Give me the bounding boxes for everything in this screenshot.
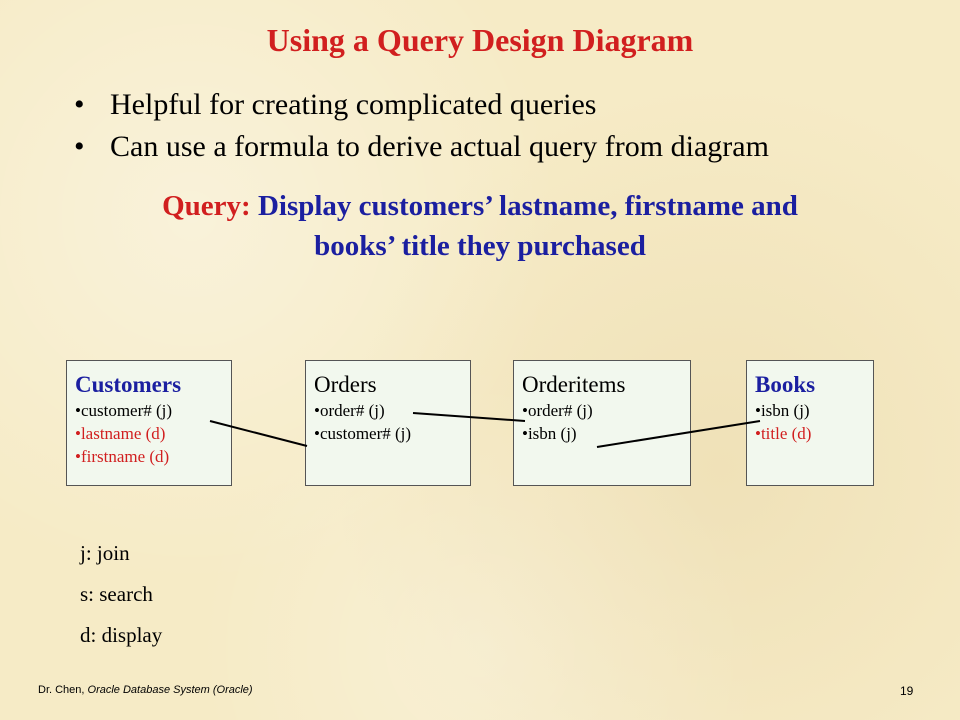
- attribute-isbn: •isbn (j): [755, 401, 810, 420]
- attribute-order-id: •order# (j): [522, 401, 593, 420]
- table-box-orderitems: Orderitems •order# (j) •isbn (j): [513, 360, 691, 486]
- table-box-books: Books •isbn (j) •title (d): [746, 360, 874, 486]
- legend-search: s: search: [80, 582, 153, 606]
- legend-display: d: display: [80, 623, 163, 647]
- footer-author: Dr. Chen,: [38, 684, 85, 696]
- bullet-dot-icon: •: [74, 88, 85, 121]
- attribute-firstname: •firstname (d): [75, 447, 170, 466]
- attribute-title: •title (d): [755, 424, 812, 443]
- table-box-orders: Orders •order# (j) •customer# (j): [305, 360, 471, 486]
- table-name: Orders: [314, 372, 377, 397]
- bullet-text: Can use a formula to derive actual query…: [110, 130, 769, 163]
- bullet-list: • Helpful for creating complicated querie…: [74, 86, 769, 170]
- footer-credit: Dr. Chen, Oracle Database System (Oracle…: [38, 684, 253, 696]
- footer-course: Oracle Database System (Oracle): [87, 684, 253, 696]
- page-number: 19: [900, 684, 914, 698]
- query-line-1: Query: Display customers’ lastname, firs…: [60, 186, 900, 226]
- legend: j: join s: search d: display: [80, 538, 162, 661]
- table-name: Orderitems: [522, 372, 626, 397]
- query-text-line-2: books’ title they purchased: [314, 230, 646, 262]
- bullet-item: • Helpful for creating complicated querie…: [74, 86, 769, 128]
- attribute-isbn: •isbn (j): [522, 424, 577, 443]
- attribute-customer-id: •customer# (j): [314, 424, 412, 443]
- bullet-item: • Can use a formula to derive actual quer…: [74, 128, 769, 170]
- table-name: Books: [755, 372, 816, 397]
- bullet-dot-icon: •: [74, 130, 85, 163]
- attribute-order-id: •order# (j): [314, 401, 385, 420]
- table-box-customers: Customers •customer# (j) •lastname (d) •…: [66, 360, 232, 486]
- attribute-lastname: •lastname (d): [75, 424, 166, 443]
- table-name: Customers: [75, 372, 182, 397]
- query-description: Query: Display customers’ lastname, firs…: [60, 186, 900, 266]
- query-text-line-1: Display customers’ lastname, firstname a…: [257, 190, 798, 222]
- slide-title: Using a Query Design Diagram: [266, 22, 694, 58]
- bullet-text: Helpful for creating complicated queries: [110, 88, 597, 121]
- attribute-customer-id: •customer# (j): [75, 401, 173, 420]
- query-label: Query:: [162, 190, 251, 222]
- legend-join: j: join: [80, 541, 130, 565]
